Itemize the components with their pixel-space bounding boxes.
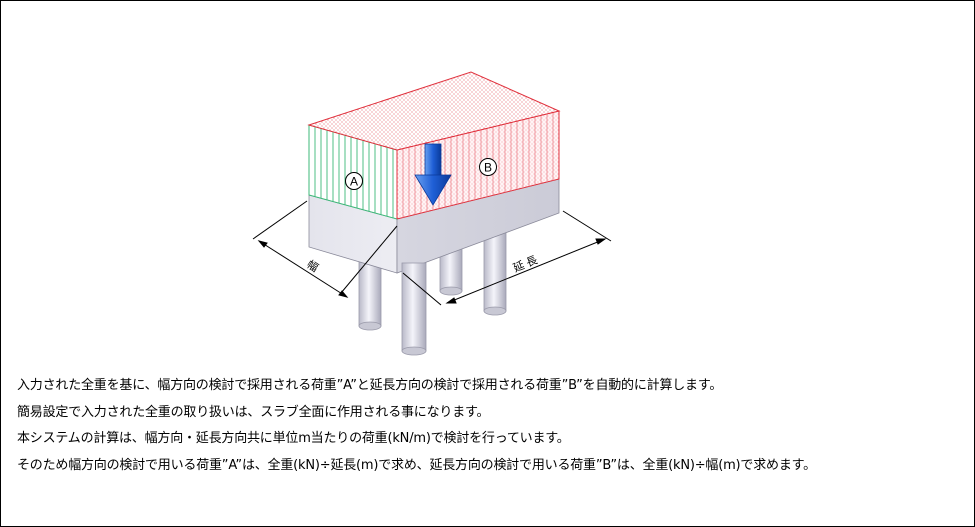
load-a-marker: A bbox=[345, 172, 363, 190]
description-notes: 入力された全重を基に、幅方向の検討で採用される荷重”A”と延長方向の検討で採用さ… bbox=[17, 373, 967, 479]
width-dimension bbox=[252, 200, 398, 298]
load-b-label: B bbox=[484, 161, 492, 175]
load-diagram: A B 幅 延長 bbox=[241, 51, 621, 361]
note-line: 簡易設定で入力された全重の取り扱いは、スラブ全面に作用される事になります。 bbox=[17, 404, 490, 420]
length-dimension-label: 延長 bbox=[511, 252, 542, 275]
width-dimension-label: 幅 bbox=[304, 258, 320, 275]
load-b-marker: B bbox=[479, 158, 497, 176]
pile-front bbox=[401, 262, 427, 356]
note-line: そのため幅方向の検討で用いる荷重”A”は、全重(kN)÷延長(m)で求め、延長方… bbox=[17, 457, 816, 473]
load-arrow bbox=[414, 143, 452, 206]
length-dimension bbox=[402, 210, 612, 306]
load-a-label: A bbox=[350, 175, 358, 189]
note-line: 入力された全重を基に、幅方向の検討で採用される荷重”A”と延長方向の検討で採用さ… bbox=[17, 378, 723, 393]
note-line: 本システムの計算は、幅方向・延長方向共に単位m当たりの荷重(kN/m)で検討を行… bbox=[17, 431, 570, 446]
